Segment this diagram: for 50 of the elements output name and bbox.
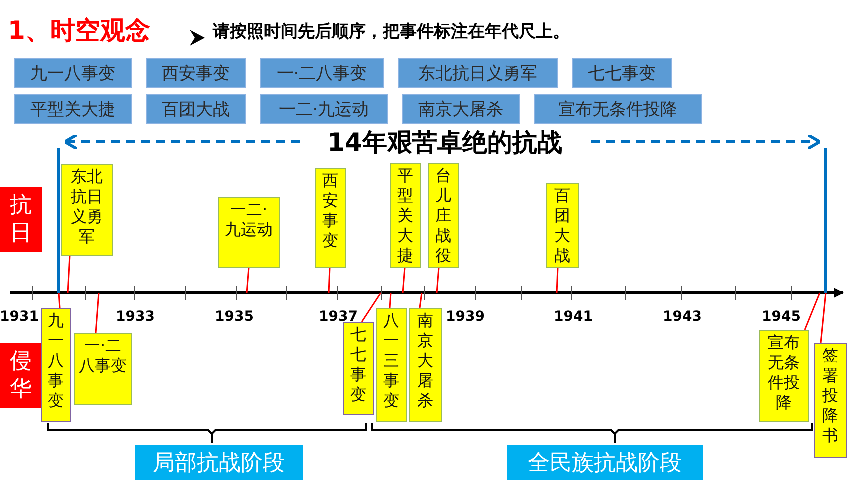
word-bank-box: 一二·九运动 [260, 94, 388, 124]
leader-line [95, 292, 100, 334]
event-box: 九一八事变 [41, 308, 71, 422]
word-bank-box: 一·二八事变 [260, 58, 384, 88]
event-box: 西安事变 [315, 168, 346, 268]
phase-box: 全民族抗战阶段 [507, 445, 703, 480]
year-label: 1939 [446, 309, 485, 325]
event-box: 东北抗日义勇军 [61, 164, 113, 256]
year-label: 1931 [0, 309, 39, 325]
year-label: 1945 [762, 309, 801, 325]
word-bank-box: 西安事变 [146, 58, 246, 88]
event-box: 七七事变 [343, 322, 374, 415]
event-box: 一二·九运动 [218, 197, 280, 268]
event-box: 平型关大捷 [390, 163, 421, 268]
leader-line [820, 292, 827, 344]
word-bank-box: 南京大屠杀 [402, 94, 520, 124]
event-box: 一·二八事变 [74, 333, 132, 405]
leader-line [402, 268, 406, 294]
word-bank-box: 九一八事变 [14, 58, 132, 88]
word-bank-box: 平型关大捷 [14, 94, 132, 124]
side-box: 侵华 [0, 343, 42, 408]
year-label: 1941 [554, 309, 593, 325]
year-label: 1937 [319, 309, 358, 325]
leader-line [246, 268, 250, 294]
event-box: 宣布无条件投降 [759, 330, 809, 422]
leader-line [804, 292, 821, 330]
leader-line [361, 292, 382, 322]
year-label: 1933 [116, 309, 155, 325]
heading: 1、时空观念 [8, 15, 150, 47]
word-bank-box: 东北抗日义勇军 [398, 58, 558, 88]
word-bank-box: 七七事变 [572, 58, 672, 88]
word-bank-box: 宣布无条件投降 [534, 94, 702, 124]
instruction-text: 请按照时间先后顺序，把事件标注在年代尺上。 [213, 21, 570, 43]
year-label: 1943 [663, 309, 702, 325]
leader-line [328, 268, 331, 294]
event-box: 八一三事变 [376, 308, 407, 422]
leader-line [67, 256, 71, 294]
year-label: 1935 [215, 309, 254, 325]
leader-line [556, 268, 559, 294]
side-box: 抗日 [0, 187, 42, 252]
event-box: 百团大战 [546, 183, 579, 268]
event-box: 签署投降书 [814, 343, 847, 458]
leader-line [389, 292, 392, 308]
leader-line [58, 292, 61, 308]
leader-line [436, 268, 440, 294]
event-box: 台儿庄战役 [428, 163, 459, 268]
phase-box: 局部抗战阶段 [135, 445, 303, 480]
leader-line [419, 292, 423, 308]
word-bank-box: 百团大战 [146, 94, 246, 124]
event-box: 南京大屠杀 [409, 308, 442, 422]
